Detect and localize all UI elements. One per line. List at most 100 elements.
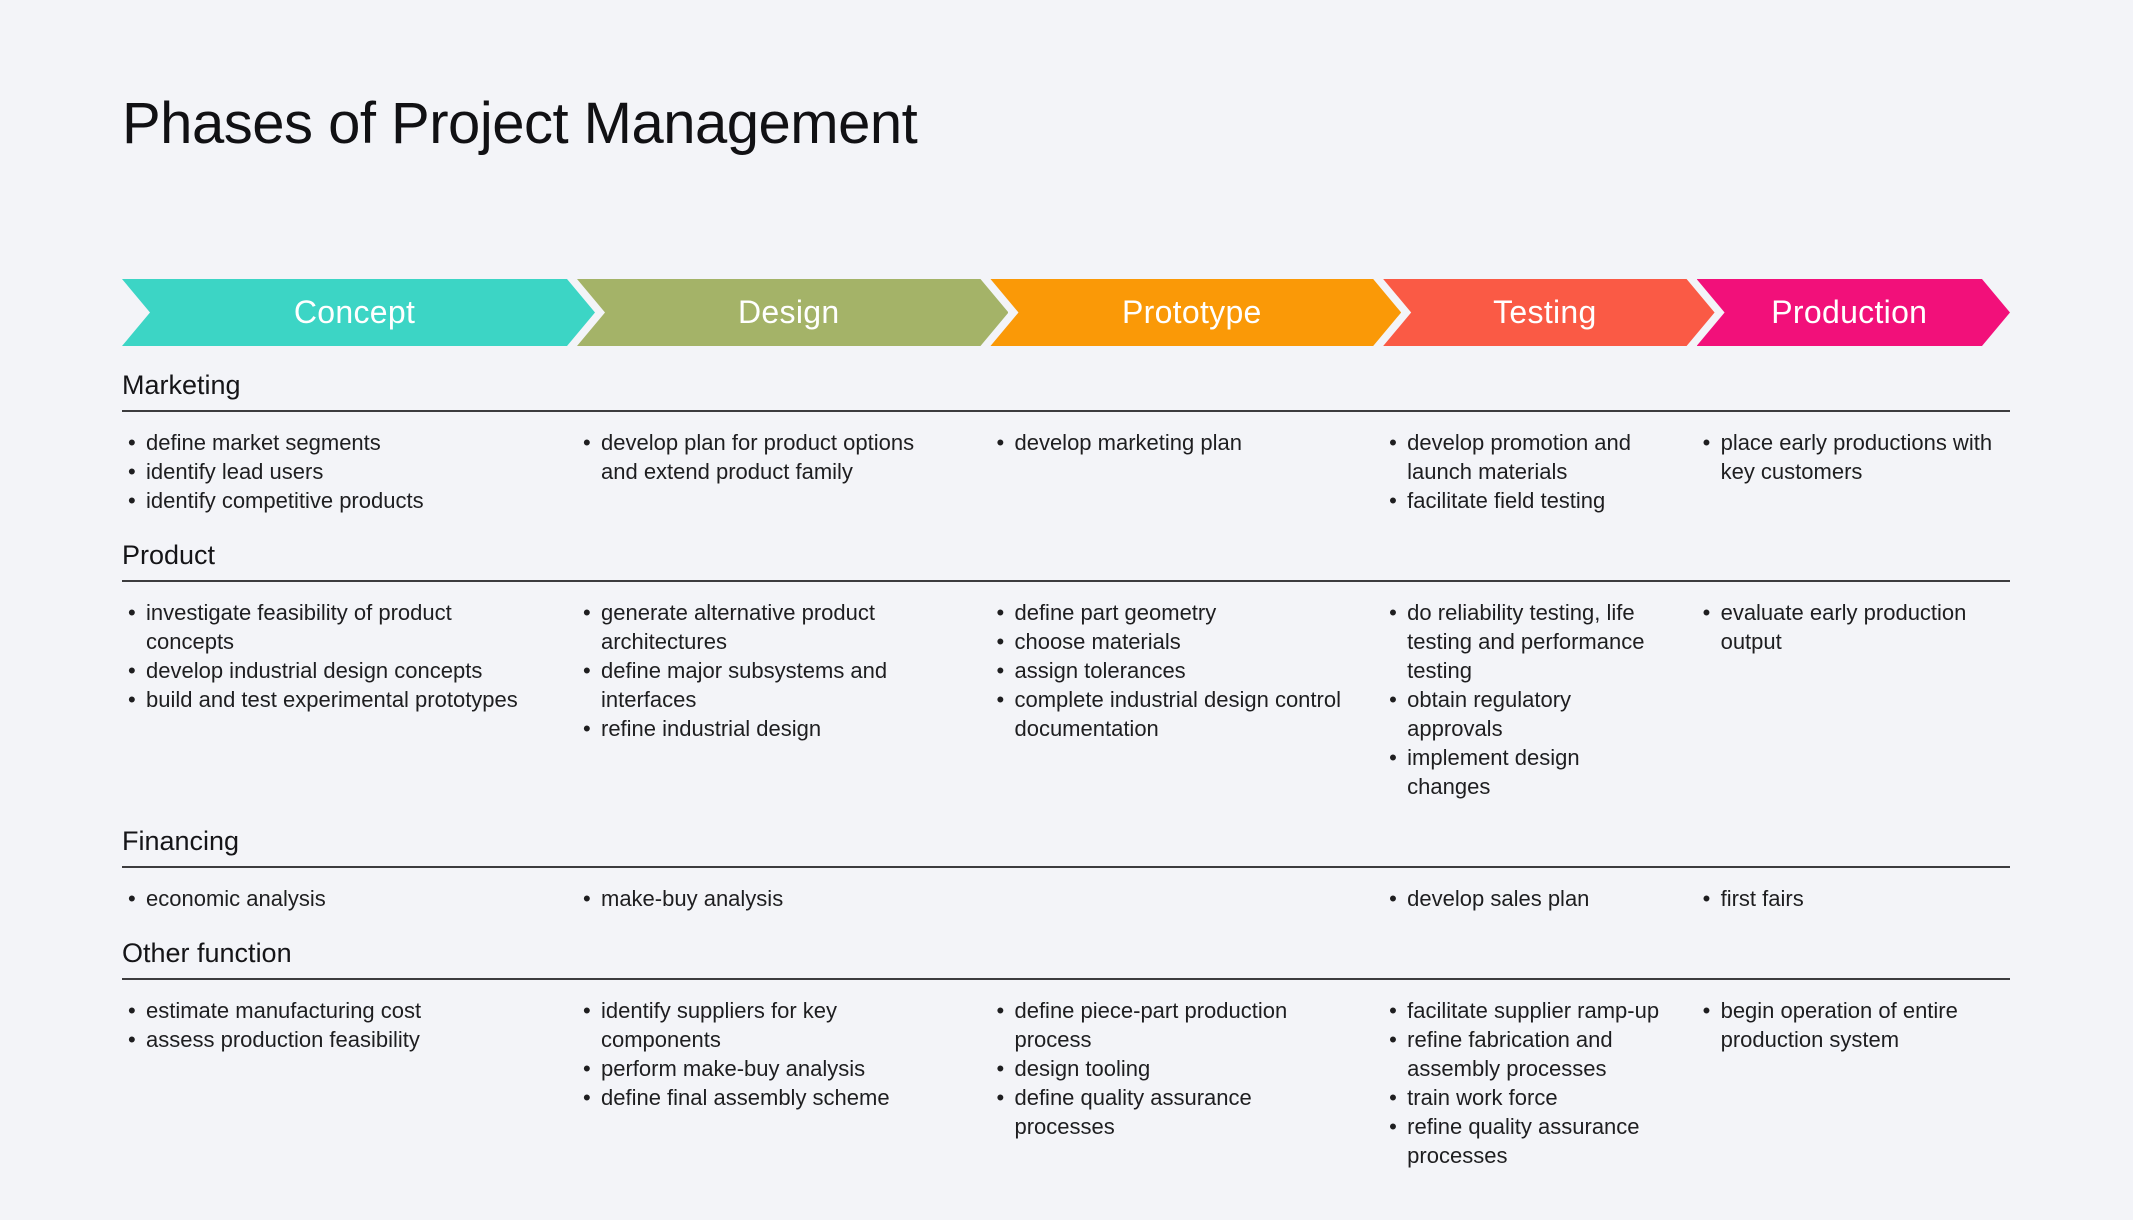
bullet-item: design tooling [990, 1054, 1349, 1083]
bullet-item: economic analysis [122, 884, 543, 913]
bullet-item: refine quality assurance processes [1383, 1112, 1662, 1170]
phase-arrows: Concept Design Prototype Testing Production [122, 279, 2010, 346]
bullet-item: develop promotion and launch materials [1383, 428, 1662, 486]
phase-cell: develop marketing plan [990, 428, 1383, 515]
bullet-item: identify lead users [122, 457, 543, 486]
bullet-item: choose materials [990, 627, 1349, 656]
section-row: investigate feasibility of product conce… [122, 598, 2010, 801]
section-divider [122, 866, 2010, 868]
phase-label: Testing [1493, 294, 1597, 330]
section-financing: Financing economic analysis make-buy analy… [122, 826, 2010, 913]
bullet-item: define piece-part production process [990, 996, 1349, 1054]
bullet-item: define final assembly scheme [577, 1083, 956, 1112]
bullet-item: do reliability testing, life testing and… [1383, 598, 1662, 685]
phase-cell: develop promotion and launch materialsfa… [1383, 428, 1696, 515]
bullet-item: identify competitive products [122, 486, 543, 515]
section-divider [122, 410, 2010, 412]
bullet-item: refine industrial design [577, 714, 956, 743]
bullet-item: develop marketing plan [990, 428, 1349, 457]
phase-arrow-prototype: Prototype [990, 279, 1401, 346]
bullet-item: evaluate early production output [1697, 598, 2010, 656]
bullet-list: develop promotion and launch materialsfa… [1383, 428, 1662, 515]
phase-cell: facilitate supplier ramp-uprefine fabric… [1383, 996, 1696, 1170]
bullet-list: first fairs [1697, 884, 2010, 913]
phase-cell: generate alternative product architectur… [577, 598, 990, 801]
phase-label: Production [1771, 294, 1928, 330]
phase-cell: place early productions with key custome… [1697, 428, 2010, 515]
bullet-list: do reliability testing, life testing and… [1383, 598, 1662, 801]
phase-cell: investigate feasibility of product conce… [122, 598, 577, 801]
bullet-list: make-buy analysis [577, 884, 956, 913]
bullet-item: implement design changes [1383, 743, 1662, 801]
bullet-item: develop sales plan [1383, 884, 1662, 913]
bullet-item: place early productions with key custome… [1697, 428, 2010, 486]
phase-cell: first fairs [1697, 884, 2010, 913]
bullet-list: investigate feasibility of product conce… [122, 598, 543, 714]
bullet-list: evaluate early production output [1697, 598, 2010, 656]
phase-cell: evaluate early production output [1697, 598, 2010, 801]
bullet-list: place early productions with key custome… [1697, 428, 2010, 486]
bullet-item: assign tolerances [990, 656, 1349, 685]
phase-arrow-concept: Concept [122, 279, 595, 346]
bullet-list: estimate manufacturing costassess produc… [122, 996, 543, 1054]
section-divider [122, 978, 2010, 980]
bullet-item: assess production feasibility [122, 1025, 543, 1054]
bullet-list: define piece-part production processdesi… [990, 996, 1349, 1141]
section-marketing: Marketingdefine market segmentsidentify … [122, 370, 2010, 515]
bullet-list: facilitate supplier ramp-uprefine fabric… [1383, 996, 1662, 1170]
phase-label: Prototype [1121, 294, 1262, 330]
phase-cell: develop sales plan [1383, 884, 1696, 913]
bullet-list: define part geometrychoose materialsassi… [990, 598, 1349, 743]
section-title: Other function [122, 938, 292, 968]
phase-cell: develop plan for product options and ext… [577, 428, 990, 515]
section-title: Marketing [122, 370, 241, 400]
page-title: Phases of Project Management [122, 91, 918, 156]
bullet-item: begin operation of entire production sys… [1697, 996, 2010, 1054]
phase-cell: define part geometrychoose materialsassi… [990, 598, 1383, 801]
phase-cell [990, 884, 1383, 913]
bullet-item: perform make-buy analysis [577, 1054, 956, 1083]
section-title: Product [122, 540, 216, 570]
section-row: estimate manufacturing costassess produc… [122, 996, 2010, 1170]
section-row: economic analysis make-buy analysis develo… [122, 884, 2010, 913]
bullet-item: define part geometry [990, 598, 1349, 627]
phase-arrow-production: Production [1697, 279, 2010, 346]
bullet-item: estimate manufacturing cost [122, 996, 543, 1025]
bullet-list: generate alternative product architectur… [577, 598, 956, 743]
bullet-item: complete industrial design control docum… [990, 685, 1349, 743]
bullet-item: make-buy analysis [577, 884, 956, 913]
bullet-list: define market segmentsidentify lead user… [122, 428, 543, 515]
bullet-item: facilitate field testing [1383, 486, 1662, 515]
bullet-item: develop industrial design concepts [122, 656, 543, 685]
phase-arrow-design: Design [577, 279, 1008, 346]
bullet-item: first fairs [1697, 884, 2010, 913]
bullet-list: economic analysis [122, 884, 543, 913]
bullet-item: investigate feasibility of product conce… [122, 598, 543, 656]
phase-label: Design [738, 294, 840, 330]
bullet-item: develop plan for product options and ext… [577, 428, 956, 486]
section-title: Financing [122, 826, 240, 856]
phase-arrow-testing: Testing [1383, 279, 1714, 346]
bullet-list: develop sales plan [1383, 884, 1662, 913]
bullet-item: identify suppliers for key components [577, 996, 956, 1054]
phase-cell: define market segmentsidentify lead user… [122, 428, 577, 515]
section-row: define market segmentsidentify lead user… [122, 428, 2010, 515]
phase-cell: estimate manufacturing costassess produc… [122, 996, 577, 1170]
section-divider [122, 580, 2010, 582]
phase-cell: identify suppliers for key componentsper… [577, 996, 990, 1170]
bullet-item: facilitate supplier ramp-up [1383, 996, 1662, 1025]
bullet-list: identify suppliers for key componentsper… [577, 996, 956, 1112]
bullet-list: begin operation of entire production sys… [1697, 996, 2010, 1054]
phase-cell: begin operation of entire production sys… [1697, 996, 2010, 1170]
bullet-item: define market segments [122, 428, 543, 457]
bullet-item: build and test experimental prototypes [122, 685, 543, 714]
phase-cell: economic analysis [122, 884, 577, 913]
bullet-list: develop marketing plan [990, 428, 1349, 457]
bullet-item: define major subsystems and interfaces [577, 656, 956, 714]
bullet-list: develop plan for product options and ext… [577, 428, 956, 486]
bullet-item: generate alternative product architectur… [577, 598, 956, 656]
phase-cell: do reliability testing, life testing and… [1383, 598, 1696, 801]
bullet-item: train work force [1383, 1083, 1662, 1112]
bullet-item: define quality assurance processes [990, 1083, 1349, 1141]
